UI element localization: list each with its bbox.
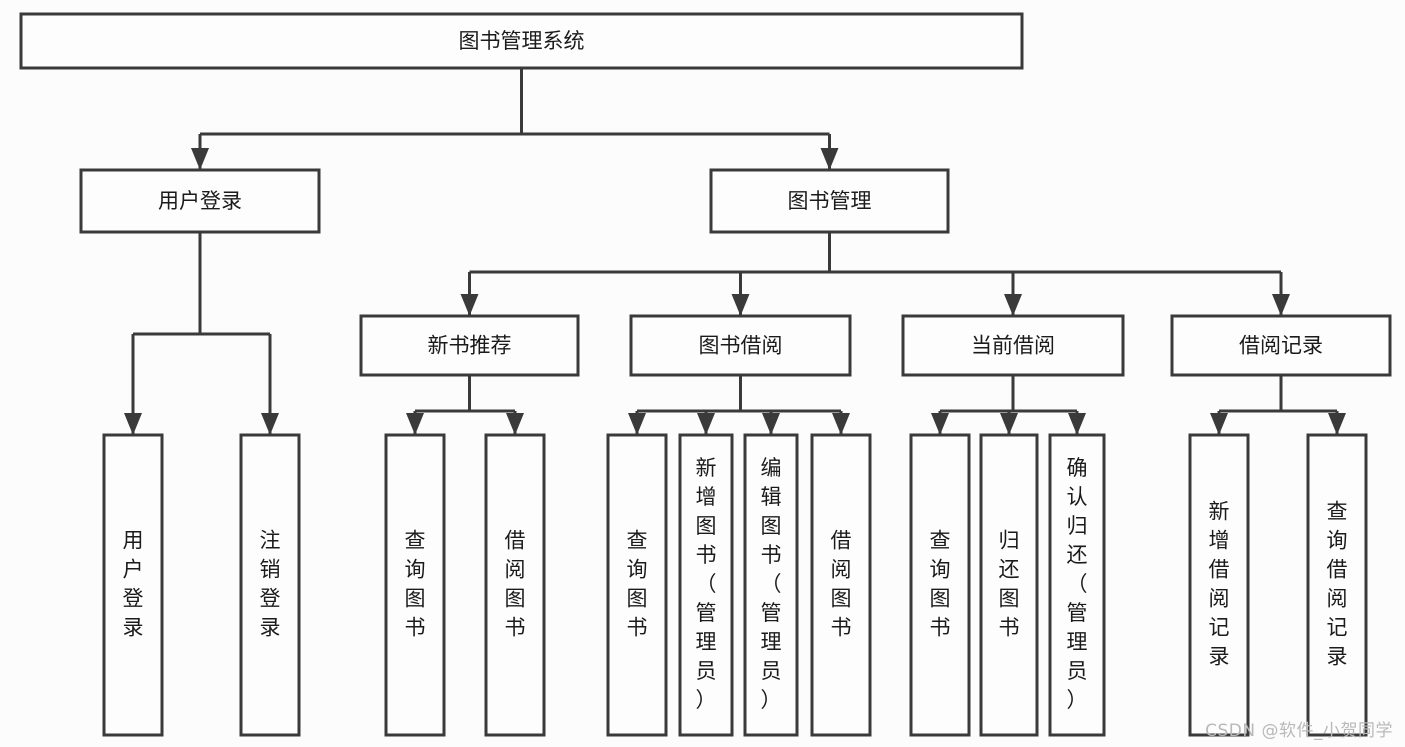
node-root-label: 图书管理系统 <box>459 29 585 53</box>
node-leaf-return-book[interactable]: 归还图书 <box>979 433 1039 737</box>
arrow-head-icon <box>820 148 839 170</box>
node-leaf-edit-book-box[interactable] <box>743 433 799 737</box>
node-book-borrow[interactable]: 图书借阅 <box>629 314 852 377</box>
node-leaf-query-record-label: 查询借阅记录 <box>1327 500 1348 669</box>
arrow-head-icon <box>406 413 424 435</box>
node-leaf-add-book-box[interactable] <box>678 433 734 737</box>
node-borrow-record-label: 借阅记录 <box>1239 334 1323 358</box>
node-borrow-record[interactable]: 借阅记录 <box>1170 314 1392 377</box>
node-leaf-borrow-book-1-label: 借阅图书 <box>505 529 526 640</box>
node-leaf-add-record-label: 新增借阅记录 <box>1209 500 1230 669</box>
node-new-book-rec-box[interactable] <box>359 314 580 377</box>
node-root-box[interactable] <box>19 12 1024 70</box>
arrow-head-icon <box>1272 294 1290 316</box>
node-book-borrow-box[interactable] <box>629 314 852 377</box>
node-leaf-user-login-box[interactable] <box>102 433 164 737</box>
node-leaf-query-record[interactable]: 查询借阅记录 <box>1306 433 1368 737</box>
node-leaf-borrow-book-2-box[interactable] <box>810 433 872 737</box>
node-user-login[interactable]: 用户登录 <box>79 168 321 234</box>
node-leaf-user-login[interactable]: 用户登录 <box>102 433 164 737</box>
node-current-borrow-label: 当前借阅 <box>971 334 1055 358</box>
arrow-head-icon <box>832 413 850 435</box>
node-leaf-confirm-return-box[interactable] <box>1048 433 1106 737</box>
node-leaf-borrow-book-2-label: 借阅图书 <box>831 529 852 640</box>
arrow-head-icon <box>460 294 479 316</box>
node-leaf-logout-box[interactable] <box>239 433 301 737</box>
node-leaf-return-book-box[interactable] <box>979 433 1039 737</box>
arrow-head-icon <box>931 413 949 435</box>
node-leaf-query-book-2-box[interactable] <box>606 433 668 737</box>
node-leaf-query-book-2-label: 查询图书 <box>627 529 648 640</box>
arrow-head-icon <box>191 148 209 170</box>
node-leaf-add-book-label: 新增图书（管理员） <box>696 456 717 712</box>
node-leaf-edit-book[interactable]: 编辑图书（管理员） <box>743 433 799 737</box>
arrow-head-icon <box>731 294 750 316</box>
node-leaf-query-book-1-box[interactable] <box>384 433 446 737</box>
node-current-borrow-box[interactable] <box>901 314 1125 377</box>
node-user-login-box[interactable] <box>79 168 321 234</box>
node-leaf-add-record-box[interactable] <box>1188 433 1250 737</box>
node-leaf-edit-book-label: 编辑图书（管理员） <box>761 456 782 712</box>
node-new-book-rec-label: 新书推荐 <box>428 334 512 358</box>
node-leaf-add-book[interactable]: 新增图书（管理员） <box>678 433 734 737</box>
node-leaf-borrow-book-2[interactable]: 借阅图书 <box>810 433 872 737</box>
node-new-book-rec[interactable]: 新书推荐 <box>359 314 580 377</box>
node-leaf-add-record[interactable]: 新增借阅记录 <box>1188 433 1250 737</box>
node-root[interactable]: 图书管理系统 <box>19 12 1024 70</box>
node-book-borrow-label: 图书借阅 <box>699 334 783 358</box>
node-user-login-label: 用户登录 <box>158 189 242 213</box>
arrow-head-icon <box>1068 413 1086 435</box>
node-book-manage-box[interactable] <box>709 168 950 234</box>
node-leaf-query-record-box[interactable] <box>1306 433 1368 737</box>
node-leaf-query-book-1[interactable]: 查询图书 <box>384 433 446 737</box>
node-leaf-return-book-label: 归还图书 <box>999 529 1020 640</box>
node-leaf-query-book-2[interactable]: 查询图书 <box>606 433 668 737</box>
arrow-head-icon <box>124 413 142 435</box>
connector-layer <box>124 68 1346 435</box>
arrow-head-icon <box>628 413 646 435</box>
node-leaf-logout[interactable]: 注销登录 <box>239 433 301 737</box>
node-leaf-confirm-return[interactable]: 确认归还（管理员） <box>1048 433 1106 737</box>
arrow-head-icon <box>1210 413 1228 435</box>
node-leaf-query-book-3-label: 查询图书 <box>930 529 951 640</box>
arrow-head-icon <box>1000 413 1018 435</box>
node-book-manage-label: 图书管理 <box>788 189 872 213</box>
node-leaf-query-book-3-box[interactable] <box>909 433 971 737</box>
arrow-head-icon <box>506 413 524 435</box>
node-leaf-user-login-label: 用户登录 <box>123 529 144 640</box>
node-current-borrow[interactable]: 当前借阅 <box>901 314 1125 377</box>
node-leaf-borrow-book-1-box[interactable] <box>484 433 546 737</box>
node-leaf-query-book-3[interactable]: 查询图书 <box>909 433 971 737</box>
node-leaf-query-book-1-label: 查询图书 <box>405 529 426 640</box>
node-borrow-record-box[interactable] <box>1170 314 1392 377</box>
node-leaf-logout-label: 注销登录 <box>260 529 281 640</box>
node-leaf-confirm-return-label: 确认归还（管理员） <box>1067 456 1088 712</box>
arrow-head-icon <box>1004 294 1022 316</box>
node-book-manage[interactable]: 图书管理 <box>709 168 950 234</box>
arrow-head-icon <box>1328 413 1346 435</box>
arrow-head-icon <box>762 413 780 435</box>
arrow-head-icon <box>697 413 715 435</box>
arrow-head-icon <box>261 413 279 435</box>
node-layer: 图书管理系统用户登录图书管理新书推荐图书借阅当前借阅借阅记录用户登录注销登录查询… <box>19 12 1392 737</box>
node-leaf-borrow-book-1[interactable]: 借阅图书 <box>484 433 546 737</box>
